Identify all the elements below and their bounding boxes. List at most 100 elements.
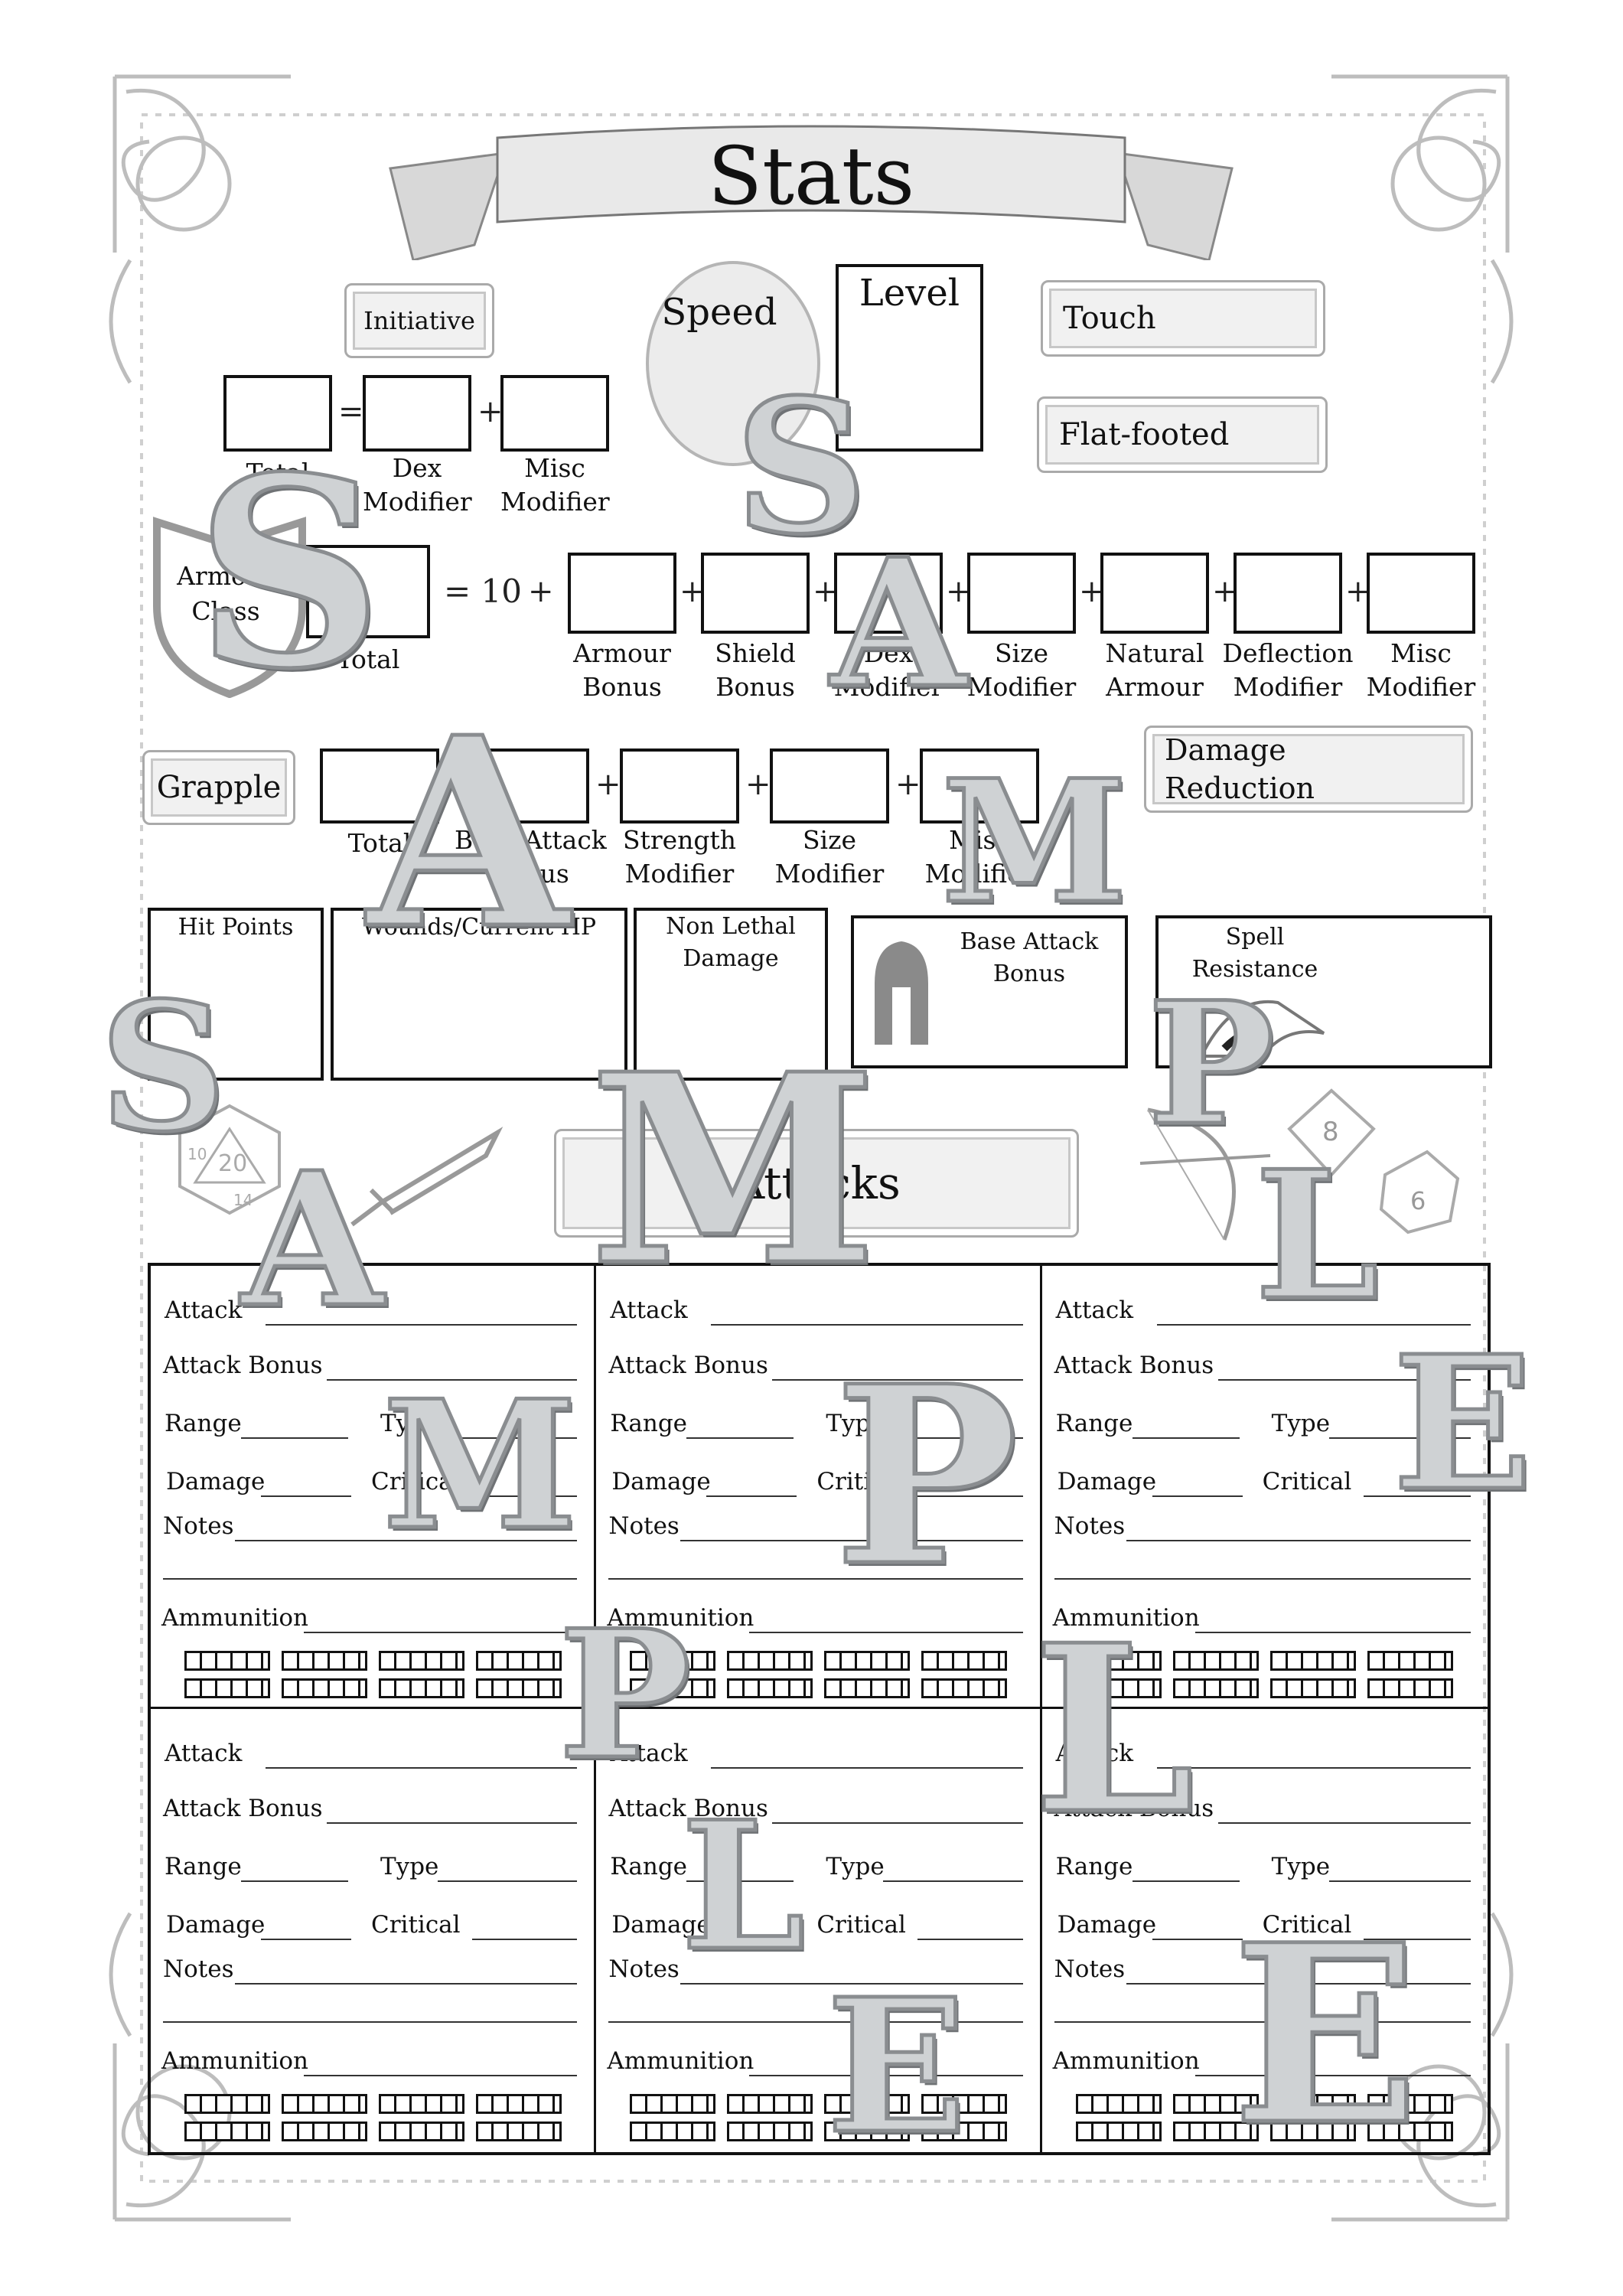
grapple-total-field[interactable]: [320, 748, 439, 823]
ammo-checkbox-set[interactable]: [1367, 2122, 1453, 2141]
notes-line-1[interactable]: [680, 1983, 1023, 1985]
initiative-total-field[interactable]: [223, 375, 332, 452]
ammo-checkbox-set[interactable]: [727, 1678, 813, 1698]
attack-name-line[interactable]: [711, 1324, 1023, 1326]
ac-natural-field[interactable]: [1100, 553, 1209, 634]
non-lethal-field[interactable]: [634, 908, 828, 1081]
ammo-checkbox-set[interactable]: [1269, 2094, 1356, 2114]
ammunition-line[interactable]: [1194, 2075, 1471, 2076]
damage-line[interactable]: [261, 1939, 351, 1940]
ammo-checkbox-set[interactable]: [1172, 2122, 1259, 2141]
ammo-checkbox-set[interactable]: [1367, 1678, 1453, 1698]
notes-line-2[interactable]: [163, 2021, 578, 2023]
range-line[interactable]: [241, 1437, 348, 1439]
attack-name-line[interactable]: [266, 1767, 578, 1769]
grapple-misc-field[interactable]: [920, 748, 1039, 823]
ammo-checkbox-set[interactable]: [379, 2094, 464, 2114]
damage-line[interactable]: [261, 1495, 351, 1497]
ac-dex-field[interactable]: [834, 553, 943, 634]
ammo-checkbox-set[interactable]: [727, 2094, 813, 2114]
ammo-checkbox-set[interactable]: [630, 1678, 716, 1698]
damage-line[interactable]: [706, 1939, 797, 1940]
ammo-checkbox-set[interactable]: [282, 2122, 367, 2141]
critical-line[interactable]: [1363, 1495, 1471, 1497]
ammo-checkbox-set[interactable]: [379, 1651, 464, 1671]
level-field[interactable]: [836, 264, 983, 452]
notes-line-1[interactable]: [1126, 1983, 1471, 1985]
ammo-checkbox-set[interactable]: [184, 1678, 270, 1698]
damage-line[interactable]: [1152, 1495, 1243, 1497]
grapple-bab-field[interactable]: [470, 748, 589, 823]
ac-shield-bonus-field[interactable]: [701, 553, 810, 634]
ammo-checkbox-set[interactable]: [1367, 1651, 1453, 1671]
ac-misc-field[interactable]: [1367, 553, 1475, 634]
ammo-checkbox-set[interactable]: [630, 1651, 716, 1671]
ammo-checkbox-set[interactable]: [379, 2122, 464, 2141]
ammo-checkbox-set[interactable]: [1075, 1678, 1162, 1698]
attack-name-line[interactable]: [1156, 1324, 1471, 1326]
ammo-checkbox-set[interactable]: [921, 2094, 1008, 2114]
range-line[interactable]: [1132, 1437, 1240, 1439]
ammo-checkbox-set[interactable]: [1269, 1678, 1356, 1698]
ac-size-field[interactable]: [967, 553, 1076, 634]
notes-line-1[interactable]: [680, 1540, 1023, 1541]
ammo-checkbox-set[interactable]: [1172, 2094, 1259, 2114]
flat-footed-field[interactable]: Flat-footed: [1037, 396, 1328, 473]
ammo-checkbox-set[interactable]: [630, 2122, 716, 2141]
type-line[interactable]: [883, 1437, 1023, 1439]
ammo-checkbox-set[interactable]: [476, 2094, 562, 2114]
wounds-field[interactable]: [331, 908, 627, 1081]
ammo-checkbox-set[interactable]: [282, 2094, 367, 2114]
type-line[interactable]: [438, 1437, 578, 1439]
notes-line-2[interactable]: [1054, 2021, 1471, 2023]
range-line[interactable]: [686, 1437, 794, 1439]
notes-line-2[interactable]: [1054, 1578, 1471, 1580]
critical-line[interactable]: [472, 1495, 578, 1497]
ammo-checkbox-set[interactable]: [1269, 2122, 1356, 2141]
ammo-checkbox-set[interactable]: [824, 1678, 911, 1698]
notes-line-1[interactable]: [1126, 1540, 1471, 1541]
attack-bonus-line[interactable]: [327, 1822, 578, 1824]
ammo-checkbox-set[interactable]: [1172, 1678, 1259, 1698]
range-line[interactable]: [686, 1880, 794, 1882]
ac-deflection-field[interactable]: [1234, 553, 1342, 634]
ammo-checkbox-set[interactable]: [1075, 1651, 1162, 1671]
damage-line[interactable]: [1152, 1939, 1243, 1940]
ammo-checkbox-set[interactable]: [824, 2094, 911, 2114]
critical-line[interactable]: [917, 1939, 1023, 1940]
attack-name-line[interactable]: [266, 1324, 578, 1326]
critical-line[interactable]: [917, 1495, 1023, 1497]
grapple-strength-field[interactable]: [620, 748, 739, 823]
ammunition-line[interactable]: [304, 2075, 578, 2076]
attack-name-line[interactable]: [711, 1767, 1023, 1769]
type-line[interactable]: [438, 1880, 578, 1882]
ammo-checkbox-set[interactable]: [1172, 1651, 1259, 1671]
attack-bonus-line[interactable]: [772, 1379, 1023, 1381]
type-line[interactable]: [883, 1880, 1023, 1882]
ammo-checkbox-set[interactable]: [1075, 2122, 1162, 2141]
hit-points-field[interactable]: [148, 908, 324, 1081]
critical-line[interactable]: [472, 1939, 578, 1940]
ammo-checkbox-set[interactable]: [1075, 2094, 1162, 2114]
ammo-checkbox-set[interactable]: [282, 1678, 367, 1698]
ammo-checkbox-set[interactable]: [921, 2122, 1008, 2141]
attack-bonus-line[interactable]: [1217, 1379, 1471, 1381]
attack-bonus-line[interactable]: [327, 1379, 578, 1381]
ammunition-line[interactable]: [749, 2075, 1023, 2076]
notes-line-2[interactable]: [608, 2021, 1023, 2023]
ammunition-line[interactable]: [1194, 1632, 1471, 1633]
ac-armour-bonus-field[interactable]: [568, 553, 676, 634]
damage-reduction-field[interactable]: Damage Reduction: [1144, 726, 1473, 813]
critical-line[interactable]: [1363, 1939, 1471, 1940]
type-line[interactable]: [1328, 1437, 1471, 1439]
initiative-misc-field[interactable]: [500, 375, 609, 452]
range-line[interactable]: [241, 1880, 348, 1882]
notes-line-1[interactable]: [235, 1540, 578, 1541]
range-line[interactable]: [1132, 1880, 1240, 1882]
ammo-checkbox-set[interactable]: [824, 2122, 911, 2141]
ammunition-line[interactable]: [304, 1632, 578, 1633]
ammo-checkbox-set[interactable]: [282, 1651, 367, 1671]
attack-name-line[interactable]: [1156, 1767, 1471, 1769]
ammo-checkbox-set[interactable]: [476, 2122, 562, 2141]
ammo-checkbox-set[interactable]: [184, 2122, 270, 2141]
